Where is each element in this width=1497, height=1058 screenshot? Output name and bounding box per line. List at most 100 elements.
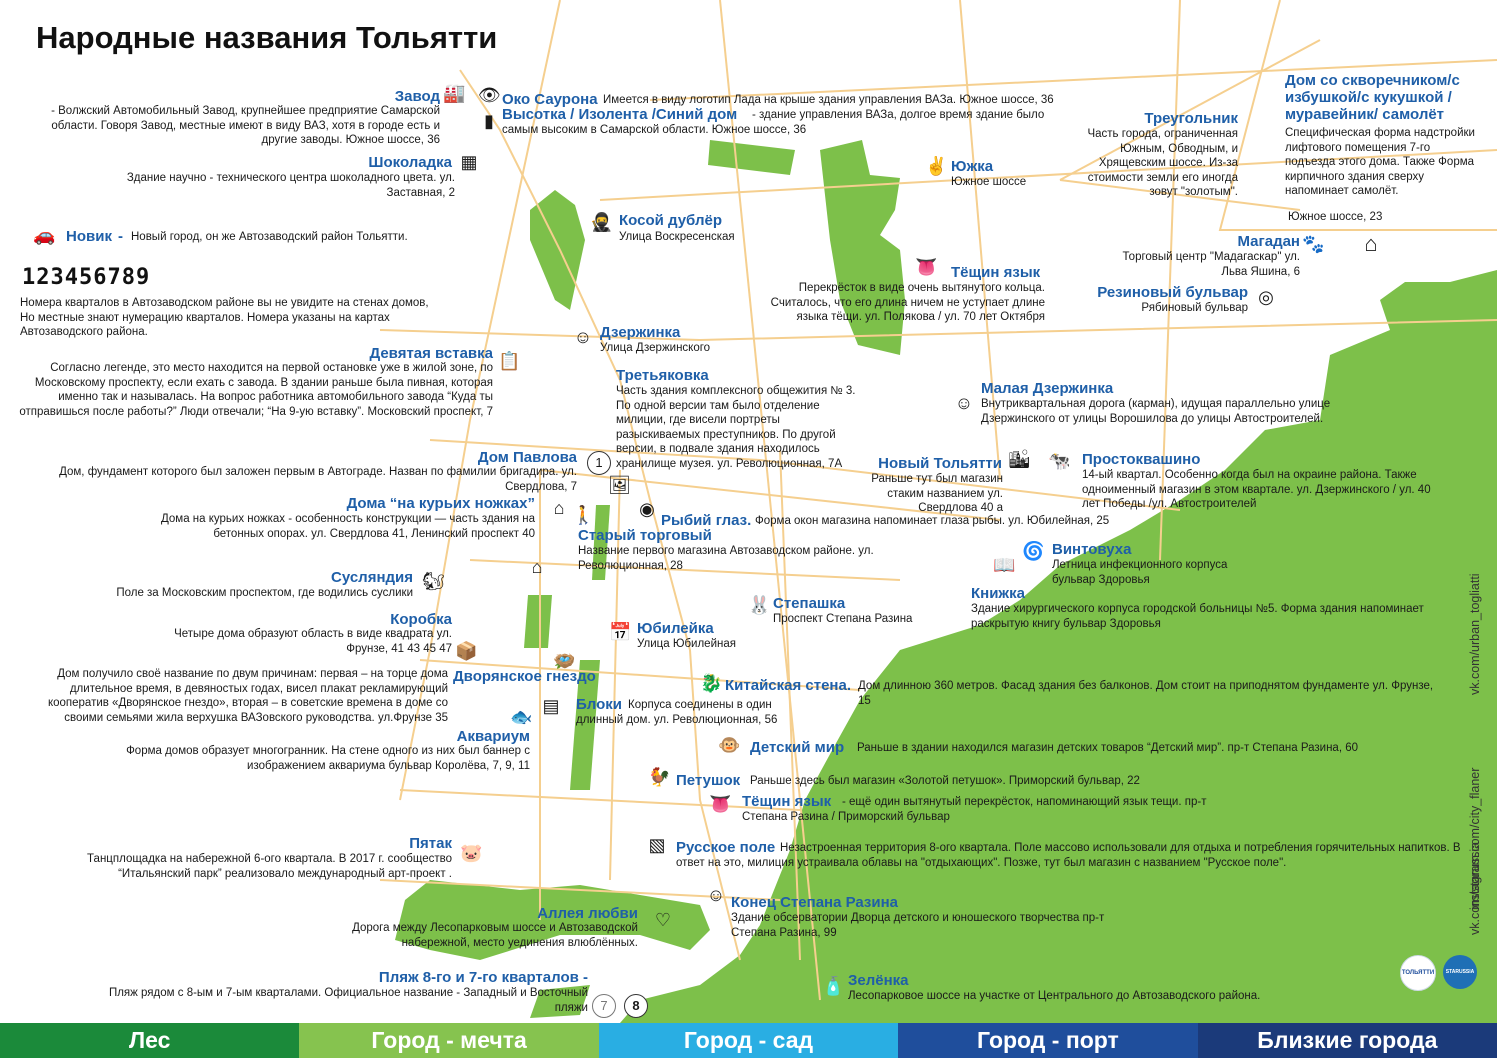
label-suslyandia: Сусляндия: [331, 569, 413, 586]
label-gnezdo: Дворянское гнездо: [453, 668, 596, 685]
marker-8: 8: [624, 994, 648, 1018]
label-alleya: Аллея любви: [537, 905, 638, 922]
desc-konec: Здание обсерватории Дворца детского и юн…: [731, 912, 1105, 939]
desc-novik: Новый город, он же Автозаводский район Т…: [131, 231, 408, 243]
city-icon: 🏙: [1008, 449, 1031, 469]
tire-icon: ◎: [1258, 287, 1274, 307]
green-strip-2: [524, 595, 552, 648]
legend-dream-city: Город - мечта: [299, 1023, 599, 1058]
label-skvorechnik: Дом со скворечником/с избушкой/с кукушко…: [1285, 72, 1460, 123]
desc-kitayskaya: Дом длинною 360 метров. Фасад здания без…: [858, 680, 1434, 707]
quarter-numbers: 123456789: [22, 265, 151, 290]
label-noviy: Новый Тольятти: [878, 455, 1002, 472]
desc-bloki: Корпуса соединены в один длинный дом. ул…: [576, 699, 778, 726]
eye-icon: 👁: [478, 85, 501, 105]
medicine-icon: 🧴: [822, 976, 845, 996]
side-links: vk.com/urban_togliatti instagram.com/cit…: [1468, 515, 1496, 935]
portrait-icon: ☺: [573, 327, 593, 347]
label-detsky: Детский мир: [750, 739, 845, 756]
label-shokoladka: Шоколадка: [368, 154, 452, 171]
desc-shokoladka: Здание научно - технического центра шоко…: [126, 172, 455, 199]
desc-tretyakovka: Часть здания комплексного общежития № 3.…: [616, 385, 856, 470]
tongue-icon-2: 👅: [709, 794, 732, 814]
field-icon: ▧: [648, 835, 666, 855]
desc-devyataya: Согласно легенде, это место находится на…: [19, 362, 493, 418]
hut-icon-2: ⌂: [531, 557, 543, 577]
label-vysotka: Высотка / Изолента /Синий дом: [502, 106, 738, 123]
desc-yubileyka: Улица Юбилейная: [637, 638, 736, 650]
desc-magadan: Торговый центр "Мадагаскар" ул. Льва Яши…: [1122, 251, 1300, 278]
wall-icon: 🐉: [700, 673, 723, 693]
label-vintovuha: Винтовуха: [1052, 541, 1132, 558]
green-strip-3: [570, 660, 600, 790]
clipboard-icon: 📋: [498, 351, 521, 371]
box-icon: 📦: [455, 641, 478, 661]
novik-dash: -: [118, 228, 123, 245]
green-north: [820, 140, 905, 355]
label-prostokvashino: Простоквашино: [1082, 451, 1201, 468]
label-treugolnik: Треугольник: [1144, 110, 1238, 127]
forest-east: [620, 270, 1497, 1023]
label-bloki: Блоки: [576, 696, 623, 713]
legend-port-city: Город - порт: [898, 1023, 1198, 1058]
legend-bar: Лес Город - мечта Город - сад Город - по…: [0, 1023, 1497, 1058]
hut-icon: ⌂: [553, 498, 565, 518]
label-yubileyka: Юбилейка: [637, 620, 714, 637]
label-zavod: Завод: [394, 88, 440, 105]
desc-noviy: Раньше тут был магазин стаким названием …: [871, 473, 1003, 514]
desc-knizhka: Здание хирургического корпуса городской …: [971, 603, 1424, 630]
desc-dzerzhinka: Улица Дзержинского: [600, 342, 711, 354]
chocolate-icon: ▦: [460, 152, 478, 172]
link-vk-urban[interactable]: vk.com/urban_togliatti: [1468, 573, 1482, 695]
addr-skvorechnik: Южное шоссе, 23: [1288, 211, 1383, 223]
heart-icon: ♡: [654, 910, 672, 930]
yuzhka-icon: ✌: [925, 156, 948, 176]
label-plyazh: Пляж 8-го и 7-го кварталов -: [378, 969, 588, 986]
label-rybiy: Рыбий глаз.: [661, 512, 752, 529]
roads: [379, 0, 1497, 1001]
spiral-icon: 🌀: [1022, 541, 1045, 561]
desc-kosoy: Улица Воскресенская: [619, 231, 735, 243]
bunny-icon: 🐰: [748, 595, 771, 615]
calendar-icon: 📅: [609, 622, 632, 642]
desc-suslyandia: Поле за Московским проспектом, где водил…: [116, 587, 413, 599]
label-novik: Новик: [66, 228, 112, 245]
desc-rybiy: Форма окон магазина напоминает глаза рыб…: [755, 515, 1110, 527]
logo-togliatti: ТОЛЬЯТТИ: [1400, 955, 1436, 991]
label-tretyakovka: Третьяковка: [616, 367, 709, 384]
label-kurii: Дома “на курьих ножках”: [346, 495, 535, 512]
link-vk-starussia[interactable]: vk.com/starussia: [1468, 841, 1482, 935]
desc-detsky: Раньше в здании находился магазин детски…: [857, 742, 1359, 754]
label-magadan: Магадан: [1237, 233, 1300, 250]
desc-malaya: Внутриквартальная дорога (карман), идуща…: [981, 398, 1331, 425]
marker-1: 1: [587, 451, 611, 475]
desc-stary: Название первого магазина Автозаводском …: [578, 545, 874, 572]
green-beach: [530, 985, 590, 1018]
desc-gnezdo: Дом получило своё название по двум причи…: [47, 668, 448, 724]
person-icon: 🚶: [572, 505, 595, 525]
label-malaya: Малая Дзержинка: [981, 380, 1114, 397]
blocks-icon: ▤: [542, 696, 560, 716]
desc-russkoe: Незастроенная территория 8-ого квартала.…: [676, 842, 1461, 869]
car-icon: 🚗: [33, 225, 56, 245]
desc-skvorechnik: Специфическая форма надстройки лифтового…: [1285, 127, 1475, 197]
label-petushok: Петушок: [676, 772, 741, 789]
astronomer-icon: ☺: [706, 885, 726, 905]
marker-7: 7: [592, 994, 616, 1018]
desc-yuzhka: Южное шоссе: [951, 176, 1027, 188]
label-kitayskaya: Китайская стена.: [725, 677, 851, 694]
label-rezinovy: Резиновый бульвар: [1097, 284, 1248, 301]
label-teshchin2: Тёщин язык: [742, 793, 832, 810]
desc-teshchin1: Перекрёсток в виде очень вытянутого коль…: [770, 282, 1045, 323]
factory-icon: 🏭: [443, 83, 466, 103]
desc-petushok: Раньше здесь был магазин «Золотой петушо…: [750, 775, 1140, 787]
desc-korobka: Четыре дома образуют область в виде квад…: [174, 628, 452, 655]
pig-icon: 🐷: [460, 843, 483, 863]
label-zelenka: Зелёнка: [848, 972, 909, 989]
desc-prostokvashino: 14-ый квартал. Особенно когда был на окр…: [1082, 469, 1431, 510]
book-icon: 📖: [993, 555, 1016, 575]
ninja-icon: 🥷: [590, 212, 613, 232]
fish-eye-icon: ◉: [639, 499, 655, 519]
label-oko: Око Саурона: [502, 91, 598, 108]
label-stepashka: Степашка: [773, 595, 846, 612]
